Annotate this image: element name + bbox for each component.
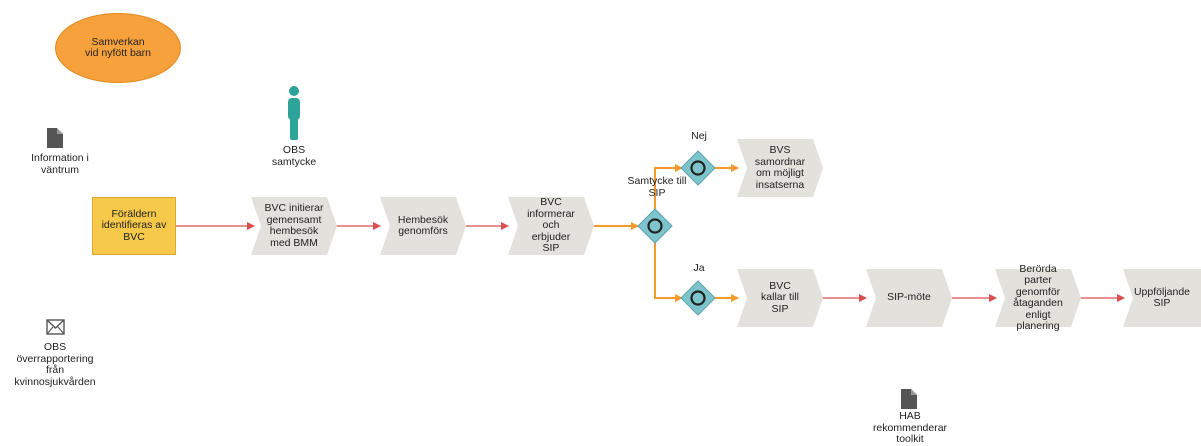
gateway-yes: [680, 280, 716, 316]
step-bvs-samordnar-label: BVS samordnar om möjligt insatserna: [754, 144, 806, 191]
step-bvc-initierar: BVC initierar gemensamt hembesök med BMM: [251, 197, 337, 255]
step-bvs-samordnar: BVS samordnar om möjligt insatserna: [737, 139, 823, 197]
step-bvc-informerar-label: BVC informerar och erbjuder SIP: [527, 196, 575, 255]
document-info-label: Information i väntrum: [31, 152, 89, 176]
gateway-question-label: Samtycke till SIP: [627, 175, 687, 199]
message-label: OBS överrapportering från kvinnosjukvård…: [14, 341, 96, 388]
step-genomfor: Berörda parter genomför åtaganden enligt…: [995, 263, 1081, 332]
step-bvc-informerar: BVC informerar och erbjuder SIP: [508, 197, 594, 255]
step-bvc-initierar-label: BVC initierar gemensamt hembesök med BMM: [264, 202, 324, 249]
flow-gateway-to-yes: [654, 243, 683, 302]
step-uppfoljande-sip: Uppföljande SIP: [1123, 269, 1201, 327]
start-event-label: Föräldern identifieras av BVC: [101, 207, 167, 243]
start-event-box: Föräldern identifieras av BVC: [92, 197, 176, 255]
gateway-yes-label: Ja: [693, 262, 705, 274]
step-hembesok: Hembesök genomförs: [380, 197, 466, 255]
role-label: OBS samtycke: [271, 144, 317, 168]
step-bvc-kallar: BVC kallar till SIP: [737, 269, 823, 327]
step-sip-mote: SIP-möte: [866, 269, 952, 327]
step-sip-mote-label: SIP-möte: [887, 291, 931, 304]
step-hembesok-label: Hembesök genomförs: [397, 213, 449, 237]
process-title-oval: Samverkan vid nyfött barn: [55, 13, 181, 83]
process-diagram: [46, 86, 1125, 409]
gateway-no: [680, 150, 716, 186]
step-bvc-kallar-label: BVC kallar till SIP: [761, 279, 799, 315]
gateway-no-label: Nej: [691, 130, 707, 142]
gateway-decision: [637, 208, 673, 244]
document-hab-label: HAB rekommenderar toolkit: [872, 410, 948, 445]
step-uppfoljande-sip-label: Uppföljande SIP: [1133, 285, 1191, 309]
step-genomfor-label: Berörda parter genomför åtaganden enligt…: [1013, 262, 1063, 332]
document-icon-hab: [901, 389, 917, 409]
process-title: Samverkan vid nyfött barn: [85, 35, 151, 59]
envelope-icon: [46, 319, 65, 335]
document-icon-info: [47, 128, 63, 148]
flow-gateway-to-no: [654, 164, 683, 209]
person-icon: [288, 86, 300, 140]
